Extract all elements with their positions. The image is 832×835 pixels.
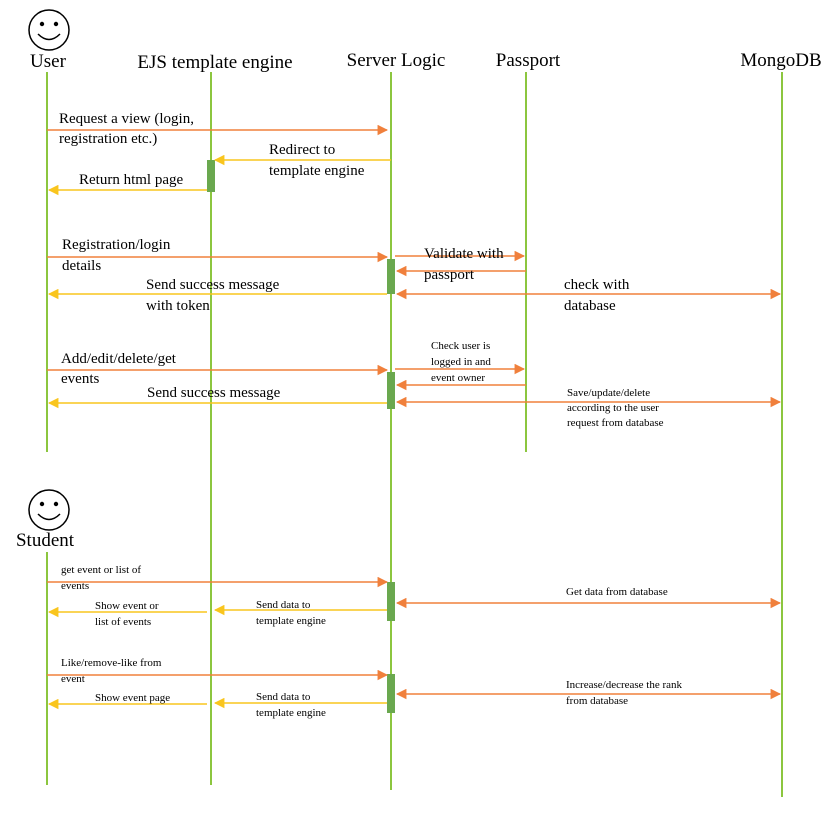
message-label-line: list of events [95,616,151,628]
message-label-line: with token [146,298,210,314]
message-label-line: event owner [431,372,485,384]
msg-check-database: check with database [564,277,630,314]
student-label: Student [16,530,75,551]
message-label-line: Check user is [431,340,490,352]
message-label-line: Return html page [79,172,183,188]
message-label-line: Registration/login [62,237,171,253]
msg-add-edit-events: Add/edit/delete/get events [61,351,177,387]
message-label-line: get event or list of [61,564,141,576]
message-label-line: Show event or [95,600,159,612]
msg-save-update-delete: Save/update/delete according to the user r… [567,387,664,429]
message-label-line: Redirect to [269,142,335,158]
student-actor-icon [28,489,70,531]
msg-request-view: Request a view (login, registration etc.) [59,111,194,147]
msg-increase-rank: Increase/decrease the rank from database [566,679,683,707]
message-label-line: Get data from database [566,586,668,598]
message-label-line: Request a view (login, [59,111,194,127]
message-label-line: events [61,580,89,592]
message-label-line: Add/edit/delete/get [61,351,177,367]
message-label-line: logged in and [431,356,491,368]
message-label-line: Send data to [256,599,311,611]
message-label-line: Send data to [256,691,311,703]
msg-show-event-page: Show event page [95,692,170,704]
message-label-line: registration etc.) [59,131,157,147]
activation-server-1 [387,259,395,294]
lifeline-mongodb-label: MongoDB [740,50,821,71]
message-label-line: request from database [567,417,664,429]
user-actor-icon [28,9,70,51]
lifeline-ejs-label: EJS template engine [137,52,292,73]
message-label-line: template engine [256,615,326,627]
lifeline-user-label: User [30,51,67,72]
message-label-line: events [61,371,99,387]
msg-like-remove-like: Like/remove-like from event [61,657,162,685]
message-label-line: Send success message [147,385,281,401]
msg-return-html: Return html page [79,172,183,188]
message-label-line: template engine [256,707,326,719]
msg-success-token: Send success message with token [146,277,280,314]
msg-get-events: get event or list of events [61,564,141,592]
activation-server-2 [387,372,395,409]
message-label-line: database [564,298,616,314]
message-label-line: details [62,258,101,274]
message-label-line: passport [424,267,475,283]
message-label-line: check with [564,277,630,293]
msg-get-data-database: Get data from database [566,586,668,598]
message-label-line: Send success message [146,277,280,293]
lifeline-passport-label: Passport [496,50,561,71]
message-label-line: Increase/decrease the rank [566,679,683,691]
msg-validate-passport: Validate with passport [424,246,504,283]
msg-check-user-owner: Check user is logged in and event owner [431,340,491,384]
activation-server-4 [387,674,395,713]
message-label-line: Like/remove-like from [61,657,162,669]
message-label-line: Validate with [424,246,504,262]
message-label-line: from database [566,695,628,707]
msg-send-success: Send success message [147,385,281,401]
lifeline-server-label: Server Logic [347,50,446,71]
msg-registration-details: Registration/login details [62,237,171,274]
message-label-line: according to the user [567,402,659,414]
msg-send-data-template-1: Send data to template engine [256,599,326,627]
msg-show-event-list: Show event or list of events [95,600,159,628]
msg-redirect-template: Redirect to template engine [269,142,365,179]
message-label-line: Save/update/delete [567,387,650,399]
message-label-line: event [61,673,85,685]
activation-server-3 [387,582,395,621]
activation-ejs-1 [207,160,215,192]
msg-send-data-template-2: Send data to template engine [256,691,326,719]
message-label-line: Show event page [95,692,170,704]
message-label-line: template engine [269,163,365,179]
